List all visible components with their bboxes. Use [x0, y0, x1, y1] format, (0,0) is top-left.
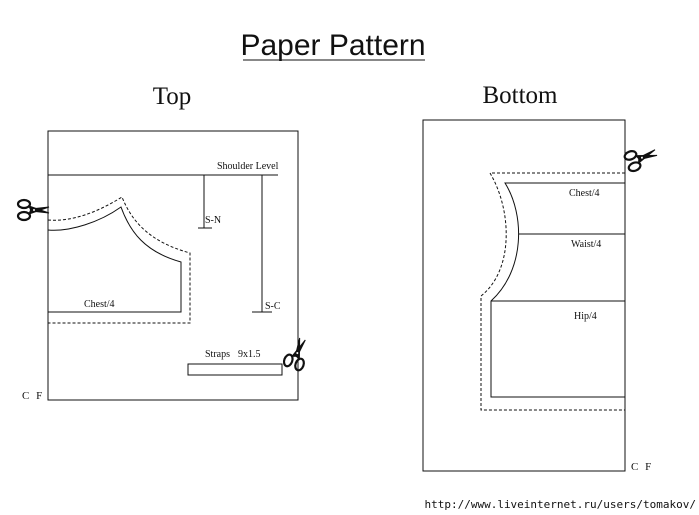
bottom-seam-allowance [480, 172, 625, 411]
scissors-icon [622, 142, 661, 174]
top-seam-allowance [47, 196, 191, 324]
scissors-icon [281, 334, 313, 373]
top-pattern-panel: Shoulder Level S-N S-C Chest/4 Straps 9x… [16, 130, 313, 402]
bottom-chest-label: Chest/4 [569, 188, 600, 199]
top-heading: Top [153, 83, 192, 110]
bottom-skirt-outline [490, 182, 625, 398]
bottom-cf-label: C F [631, 461, 653, 473]
page-title: Paper Pattern [240, 29, 425, 62]
s-n-label: S-N [205, 215, 221, 226]
bottom-hip-label: Hip/4 [574, 311, 597, 322]
top-chest-label: Chest/4 [84, 299, 115, 310]
source-url: http://www.liveinternet.ru/users/tomakov… [424, 498, 696, 511]
top-cf-label: C F [22, 390, 44, 402]
s-c-label: S-C [265, 301, 281, 312]
straps-size-label: 9x1.5 [238, 349, 261, 360]
bottom-waist-label: Waist/4 [571, 239, 601, 250]
bottom-paper-border [422, 119, 626, 472]
top-bodice-outline [47, 206, 182, 313]
strap-piece [187, 363, 283, 376]
straps-label: Straps [205, 349, 230, 360]
scissors-icon [16, 198, 51, 222]
bottom-heading: Bottom [482, 82, 558, 109]
bottom-pattern-panel: Chest/4 Waist/4 Hip/4 C F [422, 119, 661, 473]
top-paper-border [47, 130, 299, 401]
shoulder-level-label: Shoulder Level [217, 161, 279, 172]
